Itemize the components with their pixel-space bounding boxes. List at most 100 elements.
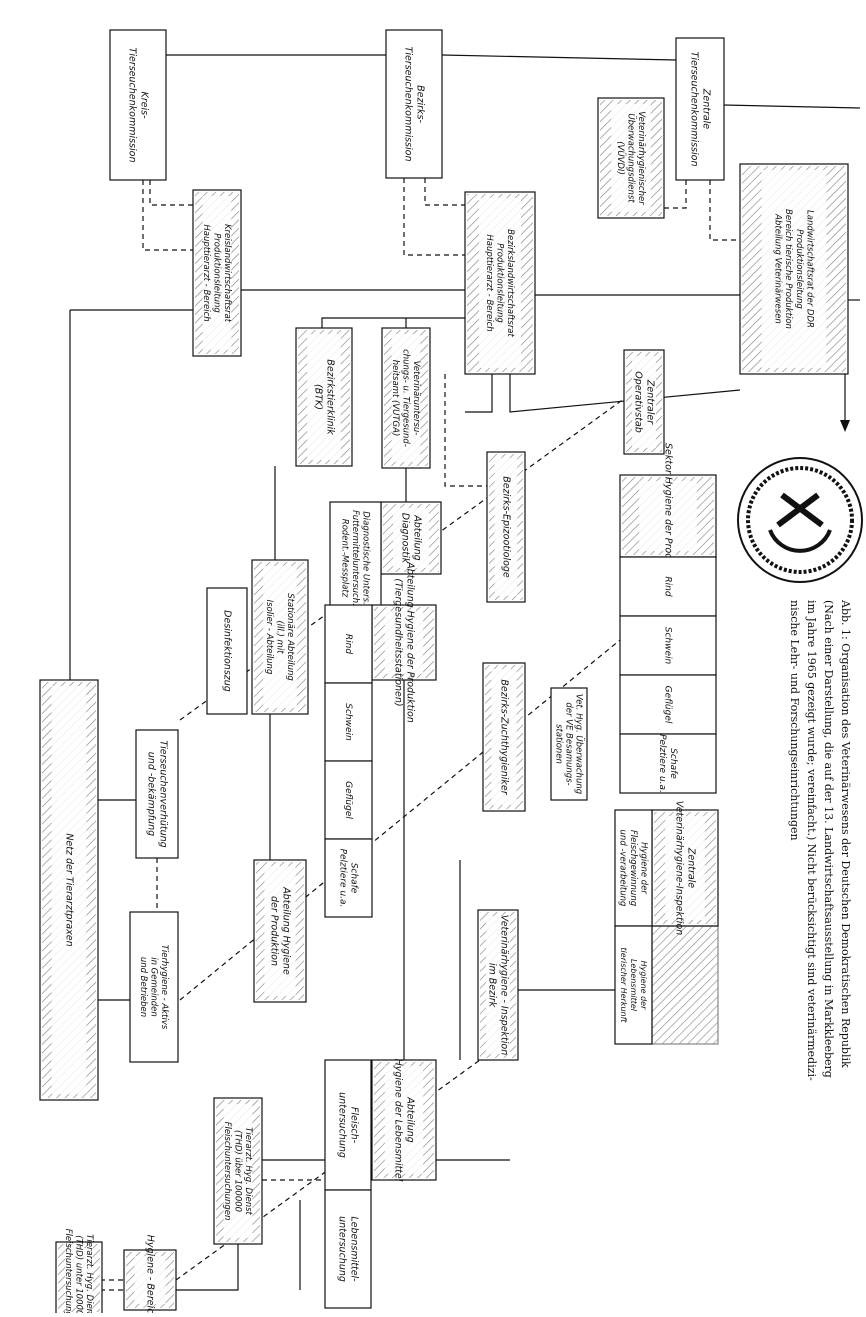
solid-connector — [321, 317, 465, 328]
box-text-line: (VÜVDI) — [615, 141, 626, 175]
box-text-line: Pelztiere u.a. — [337, 849, 347, 908]
box-text-line: der VE Besamungs- — [564, 702, 574, 785]
box-text-line: Rodent.-Messplatz — [339, 519, 349, 598]
box-text-line: Produktionsleitung — [212, 233, 222, 313]
box-text-line: (THD) unter 100000 — [74, 1235, 84, 1313]
box-text-line: im Bezirk — [487, 963, 498, 1008]
box-text-line: Produktionsleitung — [794, 229, 804, 309]
dashed-connector — [403, 178, 465, 256]
box-text-line: Tierarzt. Hyg. Dienst — [84, 1234, 94, 1313]
landwirtschaftsrat-ddr-box: Landwirtschaftsrat der DDRProduktionslei… — [739, 163, 849, 375]
box-text-line: Abteilung — [404, 1096, 415, 1142]
box-text-line: Bezirks-Zuchthygieniker — [499, 679, 510, 795]
fleischuntersuchung-box: Fleisch-untersuchung — [324, 1059, 372, 1191]
solid-connector — [441, 54, 677, 61]
box-text-line: Hygiene der — [638, 842, 648, 894]
vuvdi-box: VeterinärhygienischerÜberwachungsdienst(… — [597, 97, 665, 219]
box-text-line: (BTK) — [313, 384, 324, 410]
box-text-line: Bezirkstierklinik — [324, 359, 335, 435]
dashed-connector — [179, 639, 621, 1001]
vutga-box: Veterinäruntersu-chungs- u. Tiergesund-h… — [381, 327, 431, 469]
box-text-line: Rind — [663, 576, 673, 596]
btk-box: Bezirkstierklinik(BTK) — [295, 327, 353, 467]
box-text-line: Tierarzt. Hyg. Dienst — [243, 1127, 253, 1215]
box-text-line: Stationäre Abteilung — [285, 593, 295, 681]
caption-line-1: Abb. 1: Organisation des Veterinärwesens… — [839, 599, 852, 1068]
box-text-line: Futtermitteluntersuch. — [350, 510, 360, 606]
box-text-line: und -verarbeitung — [618, 830, 628, 907]
box-text-line: Veterinärhygiene - Inspektion — [498, 915, 509, 1056]
solid-connector — [176, 1244, 239, 1291]
sektor-species-1: Schwein — [619, 615, 717, 676]
box-text-line: Diagnostik — [400, 513, 411, 564]
tierarzt-hyg-dienst-2-box: Tierarzt. Hyg. Dienst(THD) unter 100000F… — [55, 1229, 103, 1317]
caption-line-3: im Jahre 1965 gezeigt wurde; vereinfacht… — [805, 600, 818, 1081]
abteilung-hygiene-produktion-lvi-box: Abteilung Hygiene der Produktion(Tierges… — [371, 561, 437, 723]
box-text-line: untersuchung — [337, 1216, 348, 1282]
sektor-species-0: Rind — [619, 556, 717, 617]
box-text-line: Schafe — [349, 863, 359, 894]
abteilung-species-0: Rind — [324, 604, 373, 684]
box-text-line: Abteilung — [411, 514, 422, 560]
lebensmitteluntersuchung-box: Lebensmittel-untersuchung — [324, 1189, 372, 1309]
figure-caption: Abb. 1: Organisation des Veterinärwesens… — [788, 599, 852, 1081]
box-text-line: stationen — [554, 724, 564, 764]
box-text-line: Fleischuntersuchungen — [63, 1229, 73, 1313]
box-text-line: Tierhygiene - Aktivs — [159, 945, 169, 1030]
dashed-connector — [664, 180, 687, 209]
solid-connector — [465, 374, 493, 413]
box-text-line: Bezirkslandwirtschaftsrat — [505, 229, 515, 337]
box-text-line: Diagnostische Unters. — [361, 511, 371, 604]
box-text-line: heitsamt (VUTGA) — [390, 360, 400, 437]
diagnostische-unters-box: Diagnostische Unters.Futtermitteluntersu… — [329, 501, 382, 615]
desinfektionszug-box: Desinfektionszug — [206, 587, 248, 715]
box-text-line: Rind — [343, 634, 353, 654]
box-text-line: Vet. Hyg. Überwachung — [574, 694, 585, 795]
box-text-line: Zentraler — [644, 379, 655, 425]
ddr-emblem — [737, 457, 863, 583]
dashed-connector — [709, 180, 740, 241]
box-text-line: Haupttierarzt - Bereich — [201, 224, 211, 321]
box-text-line: Bezirks-Epizootiologe — [501, 476, 512, 578]
box-text-line: Schwein — [343, 703, 353, 741]
dashed-connector — [444, 374, 487, 487]
box-text-line: Überwachungsdienst — [626, 113, 637, 203]
box-text-line: Zentrale — [685, 847, 696, 888]
box-text-line: der Produktion — [269, 896, 280, 966]
box-text-line: Hygiene - Bereiche — [145, 1235, 156, 1313]
sektor-species-2: Geflügel — [619, 674, 717, 735]
box-text-line: Abteilung Veterinärwesen — [773, 213, 783, 324]
box-text-line: Veterinärhygienischer — [636, 111, 646, 205]
netz-tierarztpraxen-box: Netz der Tierarztpraxen — [39, 679, 99, 1101]
box-text-line: Geflügel — [343, 781, 353, 819]
box-text-line: Tierseuchenkommission — [127, 48, 138, 163]
kreislandwirtschaftsrat-box: KreislandwirtschaftsratProduktionsleitun… — [192, 189, 242, 357]
box-text-line: Netz der Tierarztpraxen — [64, 833, 75, 946]
dashed-connector — [142, 180, 193, 251]
box-text-line: (Tiergesundheitsstationen) — [393, 578, 404, 706]
box-text-line: Kreis- — [138, 92, 149, 120]
box-text-line: (ill.) mit — [275, 620, 285, 654]
box-text-line: Hygiene der — [639, 961, 648, 1011]
bezirkslandwirtschaftsrat-box: BezirkslandwirtschaftsratProduktionsleit… — [464, 191, 536, 375]
box-text-line: Abteilung Hygiene — [280, 886, 291, 975]
box-text-line: Hygiene der Lebensmittel — [393, 1059, 404, 1182]
box-text-line: Bezirks- — [414, 85, 425, 123]
box-text-line: Veterinäruntersu- — [411, 361, 421, 436]
abteilung-species-2: Geflügel — [324, 760, 373, 840]
box-text-line: Lebensmittel — [629, 959, 638, 1012]
box-text-line: Tierseuchenkommission — [403, 47, 414, 162]
box-text-line: Lebensmittel- — [348, 1216, 359, 1282]
box-text-line: Tierseuchenkommission — [689, 52, 700, 167]
